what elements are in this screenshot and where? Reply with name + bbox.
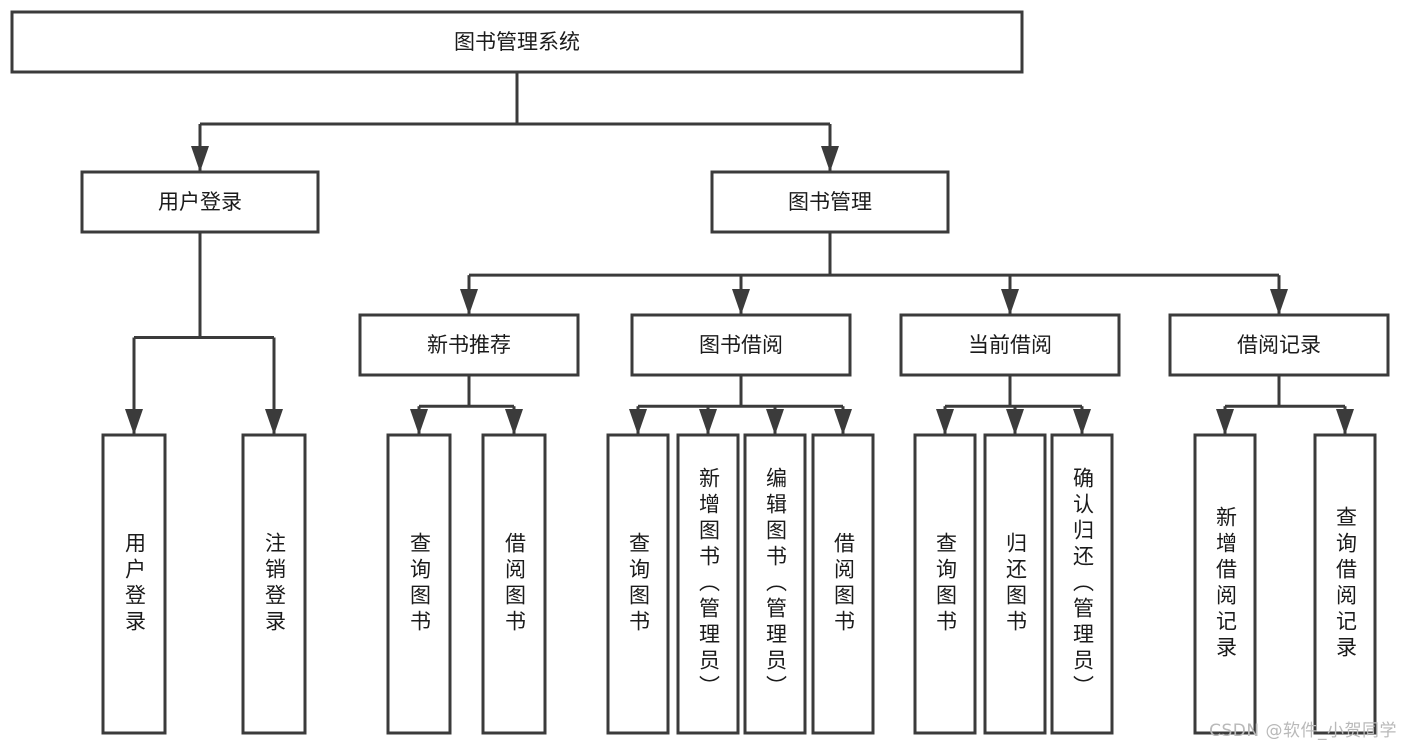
node-label-book-borrow: 图书借阅 [699,333,783,357]
node-box-leaf-query-book-borrow[interactable] [606,433,670,735]
arrow-head-user-login-0 [125,409,143,435]
node-label-new-book-recommend: 新书推荐 [427,333,511,357]
arrow-head-book-borrow-3 [834,409,852,435]
node-label-root: 图书管理系统 [454,30,580,54]
arrow-head-user-login-1 [265,409,283,435]
node-box-leaf-borrow-book-rec[interactable] [481,433,547,735]
arrow-head-new-book-recommend-0 [410,409,428,435]
arrow-head-book-borrow-0 [629,409,647,435]
arrow-head-borrow-record-1 [1336,409,1354,435]
node-box-book-borrow[interactable] [630,313,852,377]
arrow-head-book-borrow-1 [699,409,717,435]
node-label-current-borrow: 当前借阅 [968,333,1052,357]
connectors-layer [125,72,1354,435]
arrow-head-new-book-recommend-1 [505,409,523,435]
node-box-leaf-borrow-book[interactable] [811,433,875,735]
node-box-leaf-query-book-current[interactable] [913,433,977,735]
arrow-head-borrow-record-0 [1216,409,1234,435]
node-box-root[interactable] [10,10,1024,74]
node-box-leaf-confirm-return-admin[interactable] [1050,433,1114,735]
arrow-head-current-borrow-0 [936,409,954,435]
node-box-current-borrow[interactable] [899,313,1121,377]
watermark-text: CSDN @软件_小贺同学 [1209,721,1397,741]
node-label-borrow-record: 借阅记录 [1237,333,1321,357]
arrow-head-root-1 [821,146,839,172]
arrow-head-book-manage-0 [460,289,478,315]
node-box-leaf-user-login[interactable] [101,433,167,735]
node-label-user-login: 用户登录 [158,190,242,214]
node-label-book-manage: 图书管理 [788,190,872,214]
arrow-head-book-borrow-2 [766,409,784,435]
node-box-new-book-recommend[interactable] [358,313,580,377]
node-box-leaf-logout-login[interactable] [241,433,307,735]
arrow-head-current-borrow-2 [1073,409,1091,435]
arrow-head-book-manage-2 [1001,289,1019,315]
arrow-head-current-borrow-1 [1006,409,1024,435]
node-box-leaf-query-borrow-record[interactable] [1313,433,1377,735]
node-box-leaf-edit-book-admin[interactable] [743,433,807,735]
arrow-head-book-manage-1 [732,289,750,315]
node-box-user-login[interactable] [80,170,320,234]
boxes-layer [10,10,1390,735]
node-box-borrow-record[interactable] [1168,313,1390,377]
node-box-leaf-add-book-admin[interactable] [676,433,740,735]
node-box-leaf-return-book[interactable] [983,433,1047,735]
node-box-book-manage[interactable] [710,170,950,234]
node-box-leaf-query-book-rec[interactable] [386,433,452,735]
arrow-head-book-manage-3 [1270,289,1288,315]
node-box-leaf-add-borrow-record[interactable] [1193,433,1257,735]
arrow-head-root-0 [191,146,209,172]
